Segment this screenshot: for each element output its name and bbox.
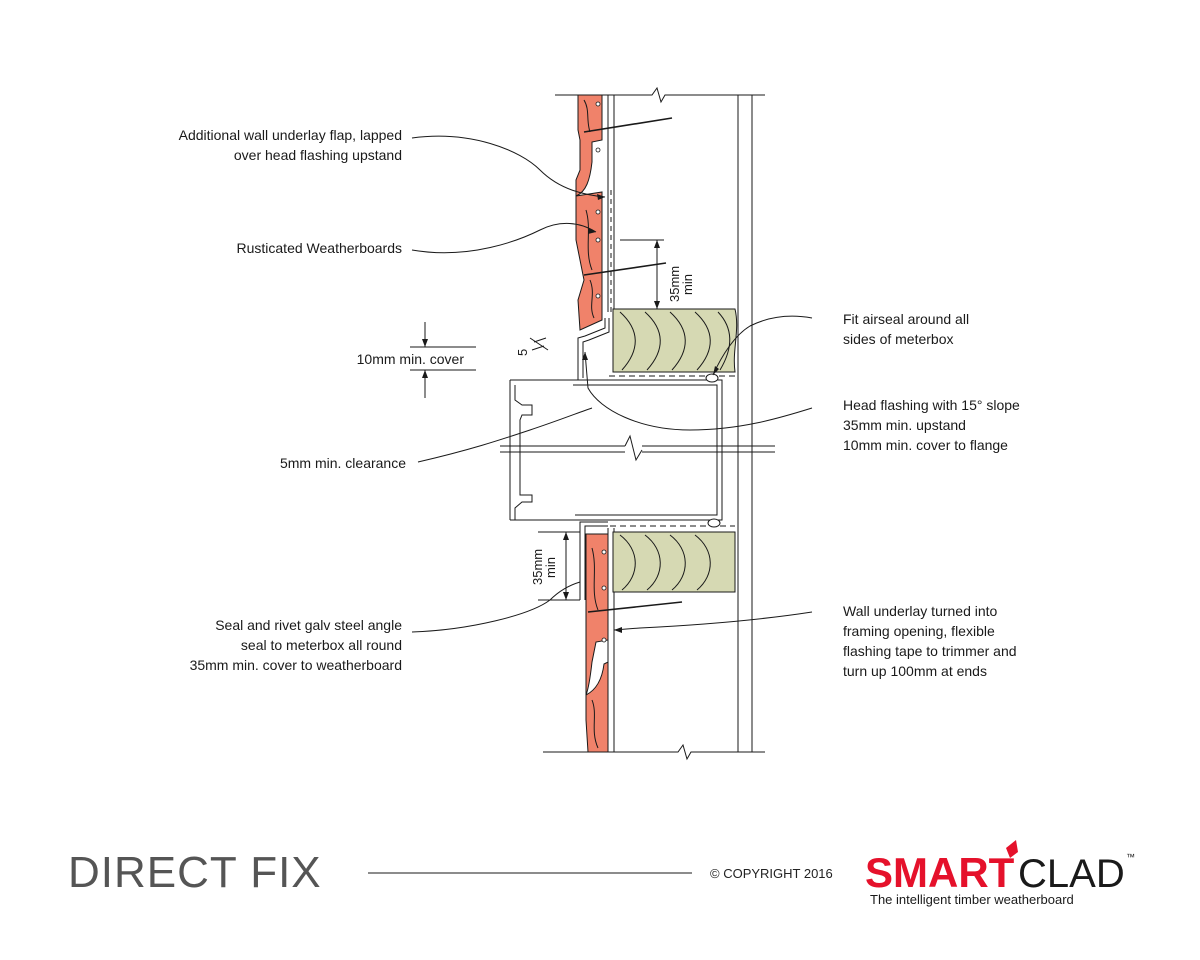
dimension-upstand-bottom: 35mm min xyxy=(530,531,580,601)
dimension-label-35mm-top: 35mm xyxy=(667,266,682,302)
leader-lines xyxy=(411,135,813,633)
brand-clad: CLAD xyxy=(1018,852,1125,896)
annotation-head-flashing-line2: 35mm min. upstand xyxy=(843,417,966,433)
annotation-seal-rivet-line3: 35mm min. cover to weatherboard xyxy=(190,657,402,673)
meterbox xyxy=(500,379,775,521)
dimension-cover xyxy=(410,322,476,398)
dimension-gap: 5 xyxy=(515,337,549,356)
timber-trimmer-upper xyxy=(609,308,738,377)
annotation-underlay-turned-line4: turn up 100mm at ends xyxy=(843,663,987,679)
nails xyxy=(583,117,683,613)
annotation-head-flashing-line1: Head flashing with 15° slope xyxy=(843,397,1020,413)
steel-angle xyxy=(579,521,608,600)
annotation-weatherboards: Rusticated Weatherboards xyxy=(237,240,403,256)
dimension-upstand-top: 35mm min xyxy=(620,239,695,310)
annotation-underlay-turned-line3: flashing tape to trimmer and xyxy=(843,643,1017,659)
dimension-label-min-bottom: min xyxy=(543,557,558,578)
annotation-head-flashing-line3: 10mm min. cover to flange xyxy=(843,437,1008,453)
brand-tagline: The intelligent timber weatherboard xyxy=(870,892,1074,907)
dimension-label-35mm-bottom: 35mm xyxy=(530,549,545,585)
brand-smart: SMART xyxy=(865,849,1015,896)
annotation-underlay-flap-line1: Additional wall underlay flap, lapped xyxy=(179,127,402,143)
annotation-underlay-flap-line2: over head flashing upstand xyxy=(234,147,402,163)
annotation-min-cover: 10mm min. cover xyxy=(357,351,465,367)
head-flashing xyxy=(577,318,610,380)
annotation-airseal-line1: Fit airseal around all xyxy=(843,311,969,327)
annotation-underlay-turned-line2: framing opening, flexible xyxy=(843,623,995,639)
weatherboards-lower xyxy=(585,533,609,753)
timber-trimmer-lower xyxy=(600,525,736,593)
dimension-label-min-top: min xyxy=(680,274,695,295)
weatherboards-upper xyxy=(575,94,603,331)
airseals xyxy=(705,373,721,528)
annotation-clearance: 5mm min. clearance xyxy=(280,455,406,471)
smartclad-logo: SMART CLAD ™ The intelligent timber weat… xyxy=(865,840,1135,907)
footer: DIRECT FIX © COPYRIGHT 2016 SMART CLAD ™… xyxy=(68,840,1135,907)
copyright-text: © COPYRIGHT 2016 xyxy=(710,866,833,881)
annotation-seal-rivet-line2: seal to meterbox all round xyxy=(241,637,402,653)
annotation-airseal-line2: sides of meterbox xyxy=(843,331,954,347)
annotation-underlay-turned-line1: Wall underlay turned into xyxy=(843,603,998,619)
dimension-label-5: 5 xyxy=(515,349,530,356)
brand-trademark: ™ xyxy=(1126,852,1135,862)
drawing-title: DIRECT FIX xyxy=(68,848,322,897)
annotation-seal-rivet-line1: Seal and rivet galv steel angle xyxy=(215,617,402,633)
logo-tick-icon xyxy=(1006,840,1018,858)
